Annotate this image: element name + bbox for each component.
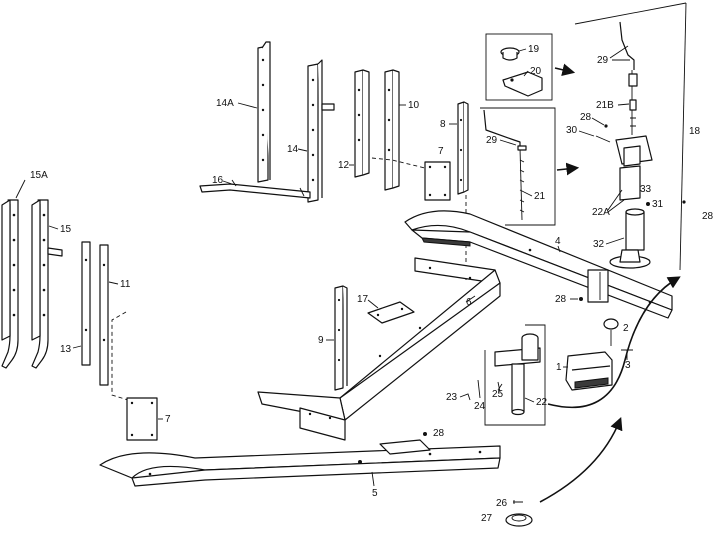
cap-27 [505, 513, 533, 527]
slat-13 [81, 241, 91, 366]
callout-30: 30 [566, 125, 578, 136]
callout-22a: 22A [592, 207, 610, 218]
callout-7-lower: 7 [165, 414, 171, 425]
inset-box-hardware [485, 33, 553, 101]
plate-17 [367, 301, 415, 324]
callout-33: 33 [640, 184, 652, 195]
plate-7-upper [424, 161, 451, 201]
callout-2: 2 [623, 323, 629, 334]
callout-14: 14 [287, 144, 299, 155]
callout-28-lower: 28 [433, 428, 445, 439]
callout-29-jack: 29 [597, 55, 609, 66]
hitch-pin-2 [603, 318, 619, 346]
callout-29-inset: 29 [486, 135, 498, 146]
slat-8 [457, 101, 469, 195]
callout-15: 15 [60, 224, 72, 235]
callout-20: 20 [530, 66, 542, 77]
callout-12: 12 [338, 160, 350, 171]
callout-24: 24 [474, 401, 486, 412]
stake-14 [307, 59, 335, 203]
frame-rail-5 [99, 439, 501, 487]
stake-15 [31, 199, 63, 369]
callout-15a: 15A [30, 170, 48, 181]
pin-24 [477, 379, 481, 399]
callout-19: 19 [528, 44, 540, 55]
callout-8: 8 [440, 119, 446, 130]
slat-12 [354, 69, 370, 178]
callout-27: 27 [481, 513, 493, 524]
crossmember-6 [257, 257, 501, 441]
callout-31: 31 [652, 199, 664, 210]
slat-10 [384, 69, 400, 191]
callout-9: 9 [318, 335, 324, 346]
stake-15a [1, 199, 19, 369]
slat-11 [99, 244, 109, 386]
callout-21: 21 [534, 191, 546, 202]
callout-18: 18 [689, 126, 701, 137]
callout-26: 26 [496, 498, 508, 509]
callout-28-jack: 28 [580, 112, 592, 123]
callout-25: 25 [492, 389, 504, 400]
callout-28-rail: 28 [555, 294, 567, 305]
callout-10: 10 [408, 100, 420, 111]
callout-17: 17 [357, 294, 369, 305]
slat-9 [334, 285, 348, 391]
callout-11: 11 [120, 279, 131, 290]
callout-4: 4 [555, 236, 561, 247]
callout-22: 22 [536, 397, 548, 408]
callout-1: 1 [556, 362, 562, 373]
callout-23: 23 [446, 392, 458, 403]
callout-3: 3 [625, 360, 631, 371]
plate-7-lower [126, 397, 158, 441]
cotter-23 [459, 393, 471, 401]
post-assembly-22 [484, 324, 546, 426]
callout-13: 13 [60, 344, 72, 355]
callout-6: 6 [466, 297, 472, 308]
callout-21b: 21B [596, 100, 614, 111]
callout-28-right: 28 [702, 211, 714, 222]
inset-box-crank [480, 107, 556, 226]
screw-26 [513, 500, 523, 504]
callout-7-upper: 7 [438, 146, 444, 157]
jack-assembly [574, 2, 687, 271]
callout-32: 32 [593, 239, 605, 250]
callout-5: 5 [372, 488, 378, 499]
foot-bar-16 [199, 179, 311, 199]
callout-16: 16 [212, 175, 224, 186]
hitch-clevis-1 [565, 351, 613, 391]
stake-14a [257, 41, 271, 183]
callout-14a: 14A [216, 98, 234, 109]
